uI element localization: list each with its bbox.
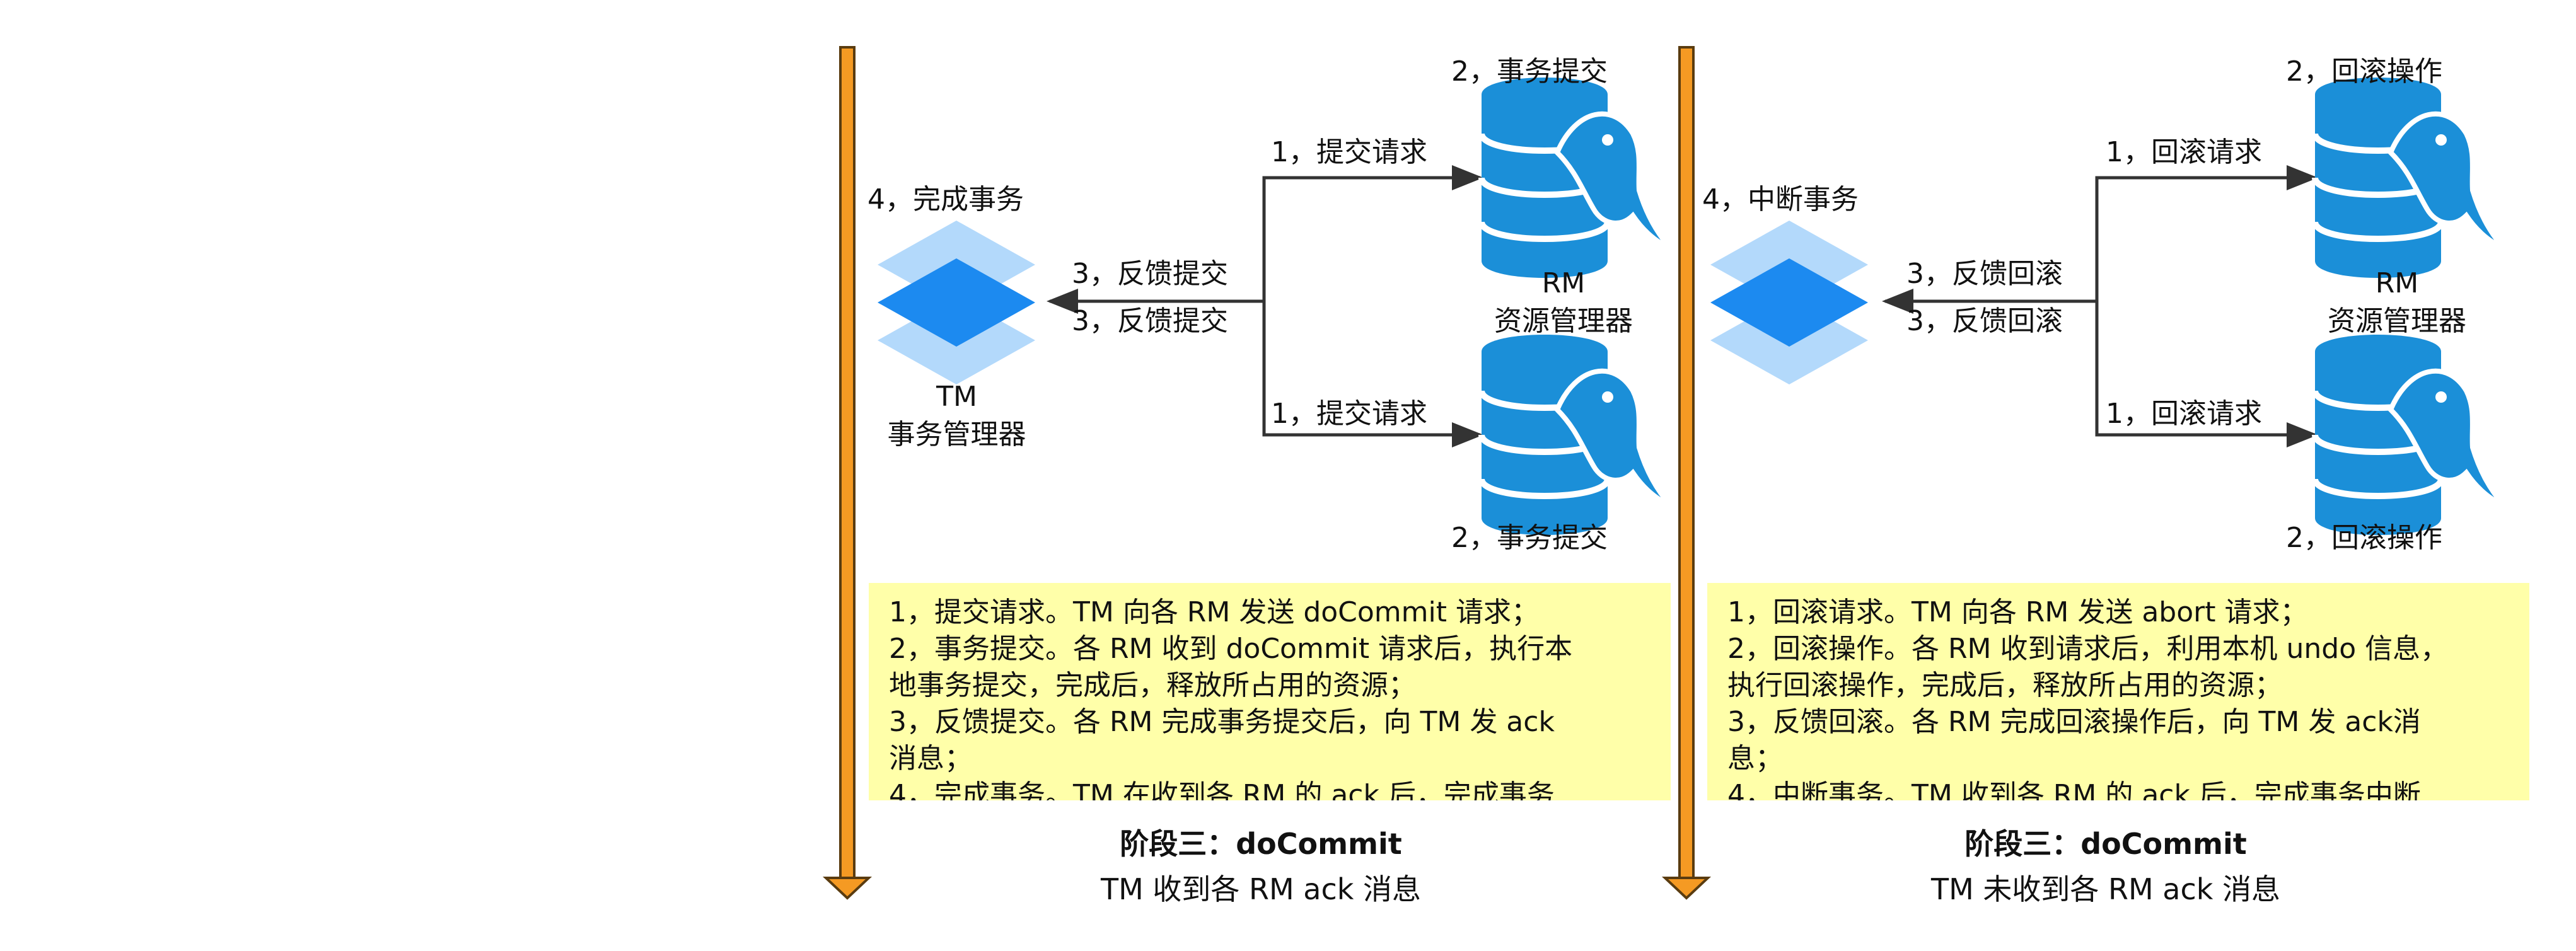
mysql-database-icon-right-top (2315, 78, 2504, 278)
note-left-line: 1，提交请求。TM 向各 RM 发送 doCommit 请求； (889, 596, 1539, 628)
stage-title-right: 阶段三：doCommit (1964, 827, 2247, 861)
rm-step-right-top: 2，回滚操作 (2286, 55, 2442, 88)
tm-name-left: TM (936, 381, 977, 413)
left-connectors (1047, 165, 1483, 447)
note-right-line: 4，中断事务。TM 收到各 RM 的 ack 后，完成事务中断 (1727, 779, 2421, 800)
note-right: 1，回滚请求。TM 向各 RM 发送 abort 请求； 2，回滚操作。各 RM… (1707, 583, 2529, 800)
rm-name-left: RM (1541, 267, 1586, 299)
feedback-label-right-2: 3，反馈回滚 (1906, 305, 2063, 337)
timeline-left (822, 46, 873, 900)
note-left: 1，提交请求。TM 向各 RM 发送 doCommit 请求； 2，事务提交。各… (869, 583, 1671, 800)
note-right-line: 2，回滚操作。各 RM 收到请求后，利用本机 undo 信息， (1727, 633, 2449, 665)
tm-desc-left: 事务管理器 (887, 418, 1026, 451)
left-request-arrow-top (1262, 165, 1483, 301)
tm-step-right: 4，中断事务 (1702, 183, 1859, 216)
feedback-label-left-1: 3，反馈提交 (1072, 258, 1228, 290)
rm-step-left-top: 2，事务提交 (1451, 55, 1608, 88)
request-label-right-bottom: 1，回滚请求 (2106, 398, 2262, 430)
note-left-line: 3，反馈提交。各 RM 完成事务提交后，向 TM 发 ack (889, 706, 1555, 738)
timeline-right (1661, 46, 1712, 900)
feedback-label-left-2: 3，反馈提交 (1072, 305, 1228, 337)
right-connectors (1882, 165, 2318, 447)
request-label-left-bottom: 1，提交请求 (1271, 398, 1427, 430)
stage-subtitle-left: TM 收到各 RM ack 消息 (1100, 872, 1422, 906)
mysql-database-icon-right-bottom (2315, 335, 2504, 535)
left-request-arrow-bottom (1262, 301, 1483, 447)
note-right-line: 执行回滚操作，完成后，释放所占用的资源； (1727, 669, 2282, 701)
note-left-line: 地事务提交，完成后，释放所占用的资源； (889, 669, 1416, 701)
rm-name-right: RM (2375, 267, 2419, 299)
request-label-right-top: 1，回滚请求 (2106, 136, 2262, 168)
mysql-database-icon-left-bottom (1482, 335, 1671, 535)
note-left-line: 2，事务提交。各 RM 收到 doCommit 请求后，执行本 (889, 633, 1573, 665)
rm-step-right-bottom: 2，回滚操作 (2286, 522, 2442, 554)
tm-layers-icon-left (878, 221, 1035, 384)
request-label-left-top: 1，提交请求 (1271, 136, 1427, 168)
tm-step-left: 4，完成事务 (867, 183, 1024, 216)
note-right-line: 3，反馈回滚。各 RM 完成回滚操作后，向 TM 发 ack消 (1727, 706, 2421, 738)
note-right-line: 1，回滚请求。TM 向各 RM 发送 abort 请求； (1727, 596, 2308, 628)
rm-desc-left: 资源管理器 (1494, 305, 1633, 337)
right-request-arrow-top (2095, 165, 2318, 301)
note-right-line: 息； (1727, 742, 1783, 775)
note-left-line: 4，完成事务。TM 在收到各 RM 的 ack 后，完成事务 (889, 779, 1555, 800)
stage-title-left: 阶段三：doCommit (1120, 827, 1402, 861)
tm-layers-icon-right (1710, 221, 1868, 384)
note-left-line: 消息； (889, 742, 972, 775)
right-request-arrow-bottom (2095, 301, 2318, 447)
mysql-database-icon-left-top (1482, 78, 1671, 278)
feedback-label-right-1: 3，反馈回滚 (1906, 258, 2063, 290)
rm-desc-right: 资源管理器 (2328, 305, 2466, 337)
stage-subtitle-right: TM 未收到各 RM ack 消息 (1930, 872, 2281, 906)
rm-step-left-bottom: 2，事务提交 (1451, 522, 1608, 554)
